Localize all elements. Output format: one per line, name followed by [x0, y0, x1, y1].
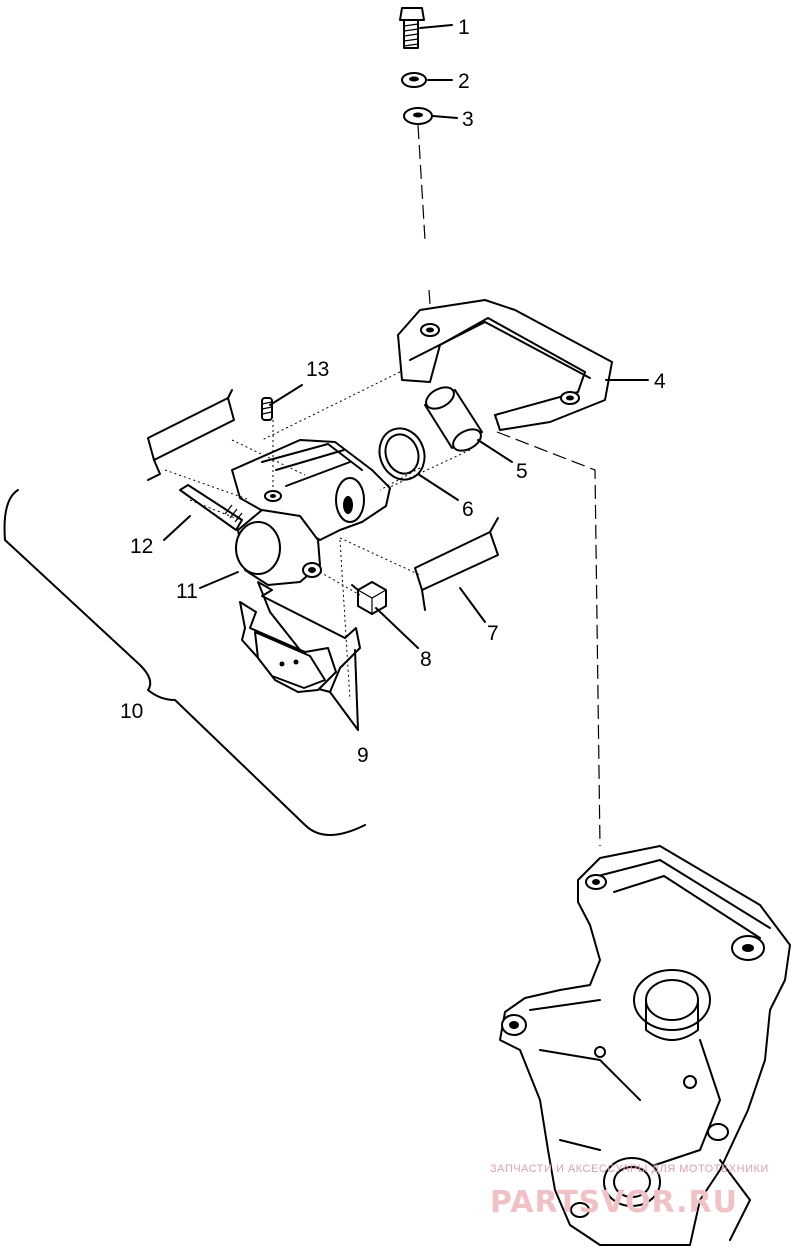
- part-2-lock-washer: [401, 72, 427, 88]
- brace-10: [3, 489, 366, 836]
- callout-9: 9: [357, 744, 369, 767]
- part-5-bushing: [424, 386, 483, 452]
- callout-13: 13: [306, 358, 329, 381]
- callout-8: 8: [420, 648, 432, 671]
- watermark-brand: PARTSVOR.RU: [490, 1185, 738, 1220]
- callout-10: 10: [120, 700, 143, 723]
- part-1-bolt: [399, 7, 425, 49]
- leader-lines: [163, 24, 649, 731]
- part-7-pad-spring: [414, 517, 499, 611]
- callout-12: 12: [130, 535, 153, 558]
- callout-1: 1: [458, 16, 470, 39]
- part-6-o-ring: [378, 427, 426, 481]
- callout-4: 4: [654, 370, 666, 393]
- part-9-brake-pads: [239, 581, 361, 693]
- knuckle-housing: [499, 845, 791, 1246]
- watermark: ЗАПЧАСТИ И АКСЕССУАРЫ ДЛЯ МОТОТЕХНИКИ PA…: [490, 1163, 769, 1220]
- part-3-washer: [403, 107, 433, 125]
- pad-spring-upper: [147, 389, 235, 481]
- part-8-nut: [351, 581, 387, 615]
- watermark-caption: ЗАПЧАСТИ И АКСЕССУАРЫ ДЛЯ МОТОТЕХНИКИ: [490, 1163, 769, 1175]
- bolt-centerline: [417, 124, 432, 319]
- callout-5: 5: [516, 460, 528, 483]
- callout-7: 7: [487, 622, 499, 645]
- callout-3: 3: [462, 108, 474, 131]
- callout-labels: 1 2 3 4 5 6 7 8 9 10 11 12 13: [120, 16, 666, 767]
- assembly-lines: [164, 371, 601, 847]
- part-4-bracket: [397, 299, 613, 431]
- callout-6: 6: [462, 498, 474, 521]
- callout-11: 11: [176, 580, 198, 603]
- part-11-piston-housing: [235, 509, 322, 586]
- callout-2: 2: [458, 70, 470, 93]
- part-12-pin: [179, 484, 243, 531]
- part-13-bleeder: [261, 397, 273, 421]
